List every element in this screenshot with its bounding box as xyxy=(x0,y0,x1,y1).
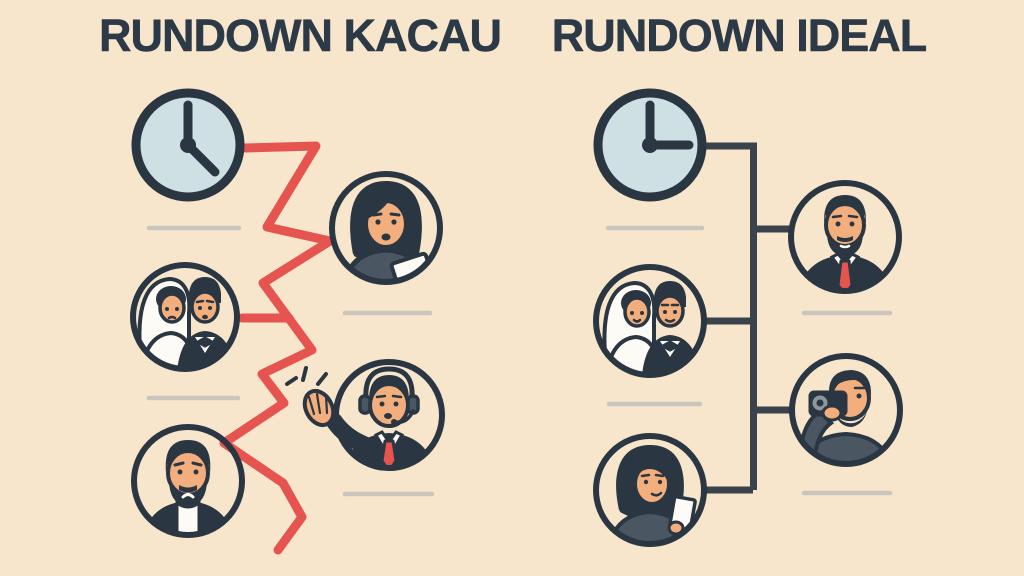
worried-wedding-couple-avatar xyxy=(130,262,240,372)
left-panel-title: RUNDOWN KACAU xyxy=(99,10,502,61)
photographer-avatar xyxy=(789,353,903,467)
right-panel-title: RUNDOWN IDEAL xyxy=(551,10,928,61)
calm-wedding-couple-avatar xyxy=(593,264,707,378)
waving-hand xyxy=(302,388,374,454)
clock-icon xyxy=(593,88,707,202)
worried-woman-avatar xyxy=(329,171,443,285)
emphasis-marks xyxy=(285,366,328,386)
timeline-connector xyxy=(706,142,791,494)
woman-with-checklist-avatar xyxy=(593,433,707,547)
clock-icon xyxy=(131,88,245,202)
upset-bearded-man-avatar xyxy=(131,424,245,538)
zigzag-connector xyxy=(219,141,335,555)
mc-with-headset-avatar xyxy=(285,359,445,471)
placeholder-lines-right xyxy=(605,225,893,496)
suit-man-red-tie-avatar xyxy=(788,180,902,294)
placeholder-lines-left xyxy=(146,225,435,497)
